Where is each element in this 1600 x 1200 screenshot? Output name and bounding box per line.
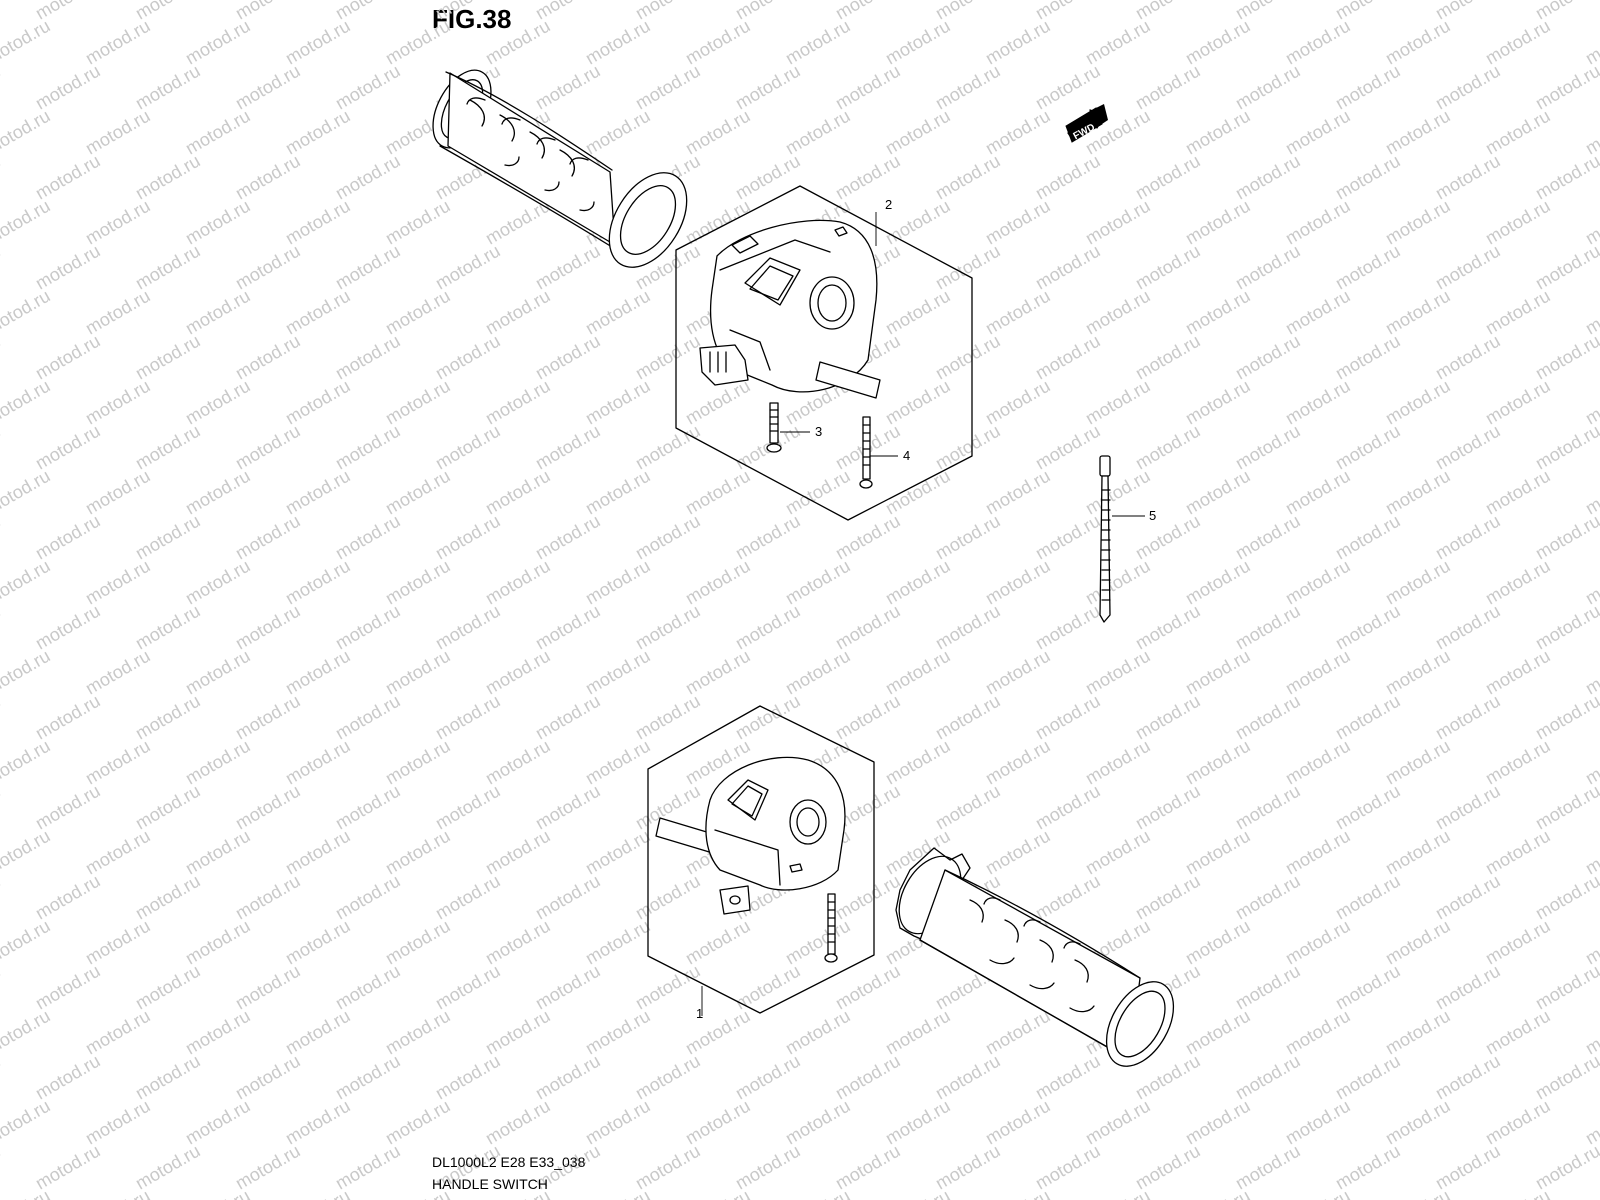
watermark-text: motod.ru [0, 736, 54, 789]
figure-code: DL1000L2 E28 E33_038 [432, 1154, 586, 1170]
watermark-text: motod.ru [82, 1186, 154, 1200]
left-switch-assembly [647, 705, 875, 1016]
watermark-text: motod.ru [1582, 196, 1600, 249]
watermark-text: motod.ru [1582, 376, 1600, 429]
watermark-text: motod.ru [0, 421, 4, 474]
watermark-text: motod.ru [0, 376, 54, 429]
watermark-text: motod.ru [0, 1096, 54, 1149]
watermark-text: motod.ru [1482, 1186, 1554, 1200]
watermark-text: motod.ru [1582, 1186, 1600, 1200]
left-handlebar-grip [432, 69, 688, 268]
watermark-text: motod.ru [0, 916, 54, 969]
watermark-text: motod.ru [0, 691, 4, 744]
watermark-text: motod.ru [0, 241, 4, 294]
callout-5: 5 [1149, 508, 1156, 523]
watermark-text: motod.ru [1382, 1186, 1454, 1200]
watermark-text: motod.ru [0, 61, 4, 114]
watermark-text: motod.ru [0, 646, 54, 699]
watermark-text: motod.ru [0, 556, 54, 609]
watermark-text: motod.ru [782, 1186, 854, 1200]
watermark-text: motod.ru [0, 151, 4, 204]
watermark-text: motod.ru [0, 331, 4, 384]
watermark-text: motod.ru [0, 781, 4, 834]
cable-tie [1099, 455, 1145, 623]
watermark-text: motod.ru [1582, 106, 1600, 159]
watermark-text: motod.ru [1182, 1186, 1254, 1200]
figure-name: HANDLE SWITCH [432, 1176, 548, 1192]
watermark-text: motod.ru [1282, 1186, 1354, 1200]
watermark-text: motod.ru [0, 601, 4, 654]
watermark-text: motod.ru [0, 16, 54, 69]
watermark-text: motod.ru [882, 1186, 954, 1200]
assembly-1-outline [647, 705, 875, 1014]
watermark-text: motod.ru [682, 1186, 754, 1200]
watermark-text: motod.ru [1582, 16, 1600, 69]
watermark-text: motod.ru [0, 286, 54, 339]
watermark-text: motod.ru [282, 1186, 354, 1200]
callout-4: 4 [903, 448, 910, 463]
watermark-text: motod.ru [0, 511, 4, 564]
watermark-text: motod.ru [0, 106, 54, 159]
watermark-text: motod.ru [582, 1186, 654, 1200]
watermark-text: motod.ru [0, 826, 54, 879]
watermark-text: motod.ru [1582, 556, 1600, 609]
watermark-text: motod.ru [1582, 286, 1600, 339]
watermark-text: motod.ru [1582, 736, 1600, 789]
watermark-text: motod.ru [1582, 826, 1600, 879]
watermark-text: motod.ru [1582, 916, 1600, 969]
watermark-text: motod.ru [0, 1006, 54, 1059]
callout-1: 1 [696, 1006, 703, 1021]
right-handlebar-grip [895, 847, 1175, 1067]
watermark-text: motod.ru [1082, 1186, 1154, 1200]
watermark-text: motod.ru [0, 871, 4, 924]
watermark-text: motod.ru [0, 196, 54, 249]
callout-3: 3 [815, 424, 822, 439]
watermark-text: motod.ru [1582, 1006, 1600, 1059]
watermark-text: motod.ru [0, 961, 4, 1014]
watermark-text: motod.ru [0, 1051, 4, 1104]
screw-3 [766, 402, 782, 453]
watermark-text: motod.ru [0, 0, 4, 23]
screw-4 [859, 416, 873, 489]
figure-title: FIG.38 [432, 4, 512, 34]
right-switch-assembly [675, 185, 973, 521]
watermark-text: motod.ru [0, 1141, 4, 1194]
watermark-text: motod.ru [1582, 1096, 1600, 1149]
watermark-text: motod.ru [182, 1186, 254, 1200]
assembly-2-outline [675, 185, 973, 521]
callout-2: 2 [885, 197, 892, 212]
watermark-text: motod.ru [1582, 646, 1600, 699]
forward-direction-arrow-icon: FWD [1065, 104, 1108, 143]
watermark-text: motod.ru [0, 466, 54, 519]
screw-left [824, 893, 838, 963]
watermark-text: motod.ru [1582, 466, 1600, 519]
watermark-text: motod.ru [982, 1186, 1054, 1200]
